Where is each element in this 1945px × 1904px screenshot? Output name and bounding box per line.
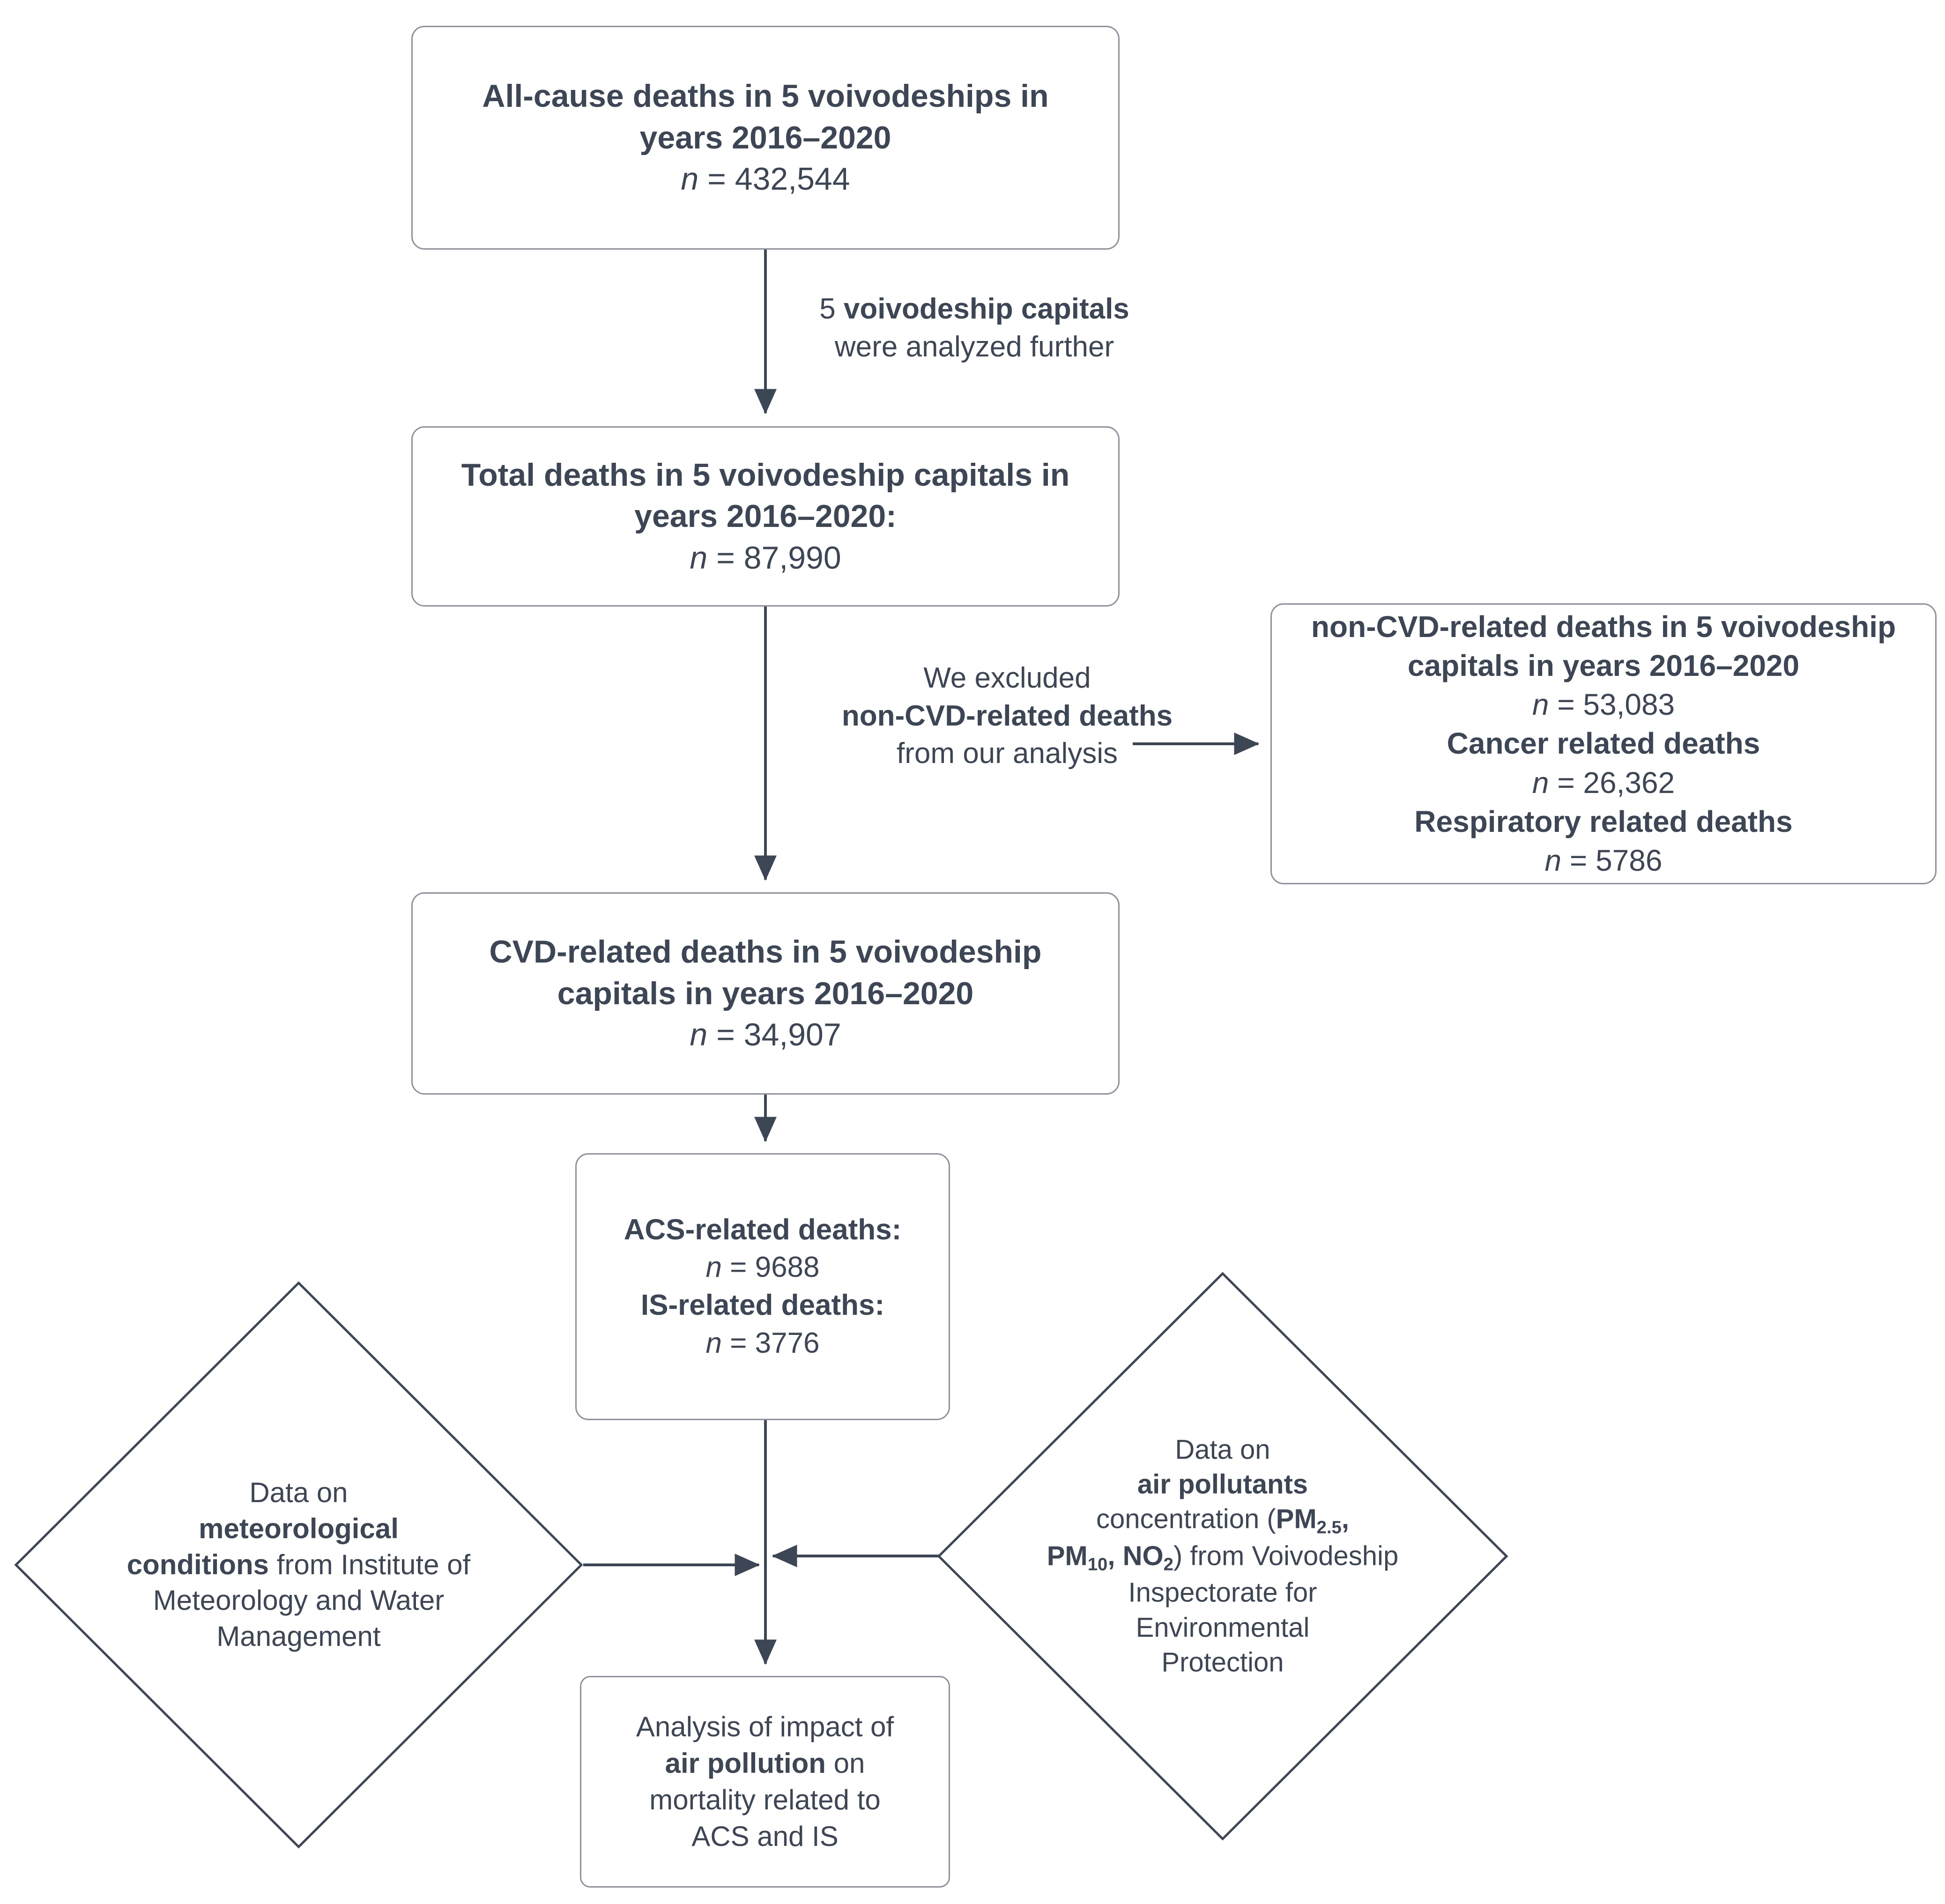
pollut-line-4-rest: ) from Voivodeship xyxy=(1173,1541,1399,1571)
pollut-line-5: Inspectorate for xyxy=(1128,1578,1317,1608)
cvd-line-1: CVD-related deaths in 5 voivodeship xyxy=(489,934,1042,970)
pollut-bold-1: air pollutants xyxy=(1137,1469,1308,1500)
edge-label-voivodeship-capitals: 5 voivodeship capitals were analyzed fur… xyxy=(764,290,1185,366)
pollut-line-7: Protection xyxy=(1161,1647,1284,1678)
is-n: n = 3776 xyxy=(577,1325,949,1363)
pollut-pm10-post: , xyxy=(1107,1541,1123,1571)
pollut-pm10: PM10, xyxy=(1047,1541,1123,1575)
excluded-line-3: from our analysis xyxy=(896,737,1118,770)
all-cause-n-symbol: n xyxy=(681,161,699,197)
all-cause-line-2: years 2016–2020 xyxy=(639,119,891,156)
capitals-line-1-bold: voivodeship capitals xyxy=(843,293,1129,325)
pollut-pm25-text: PM xyxy=(1276,1504,1317,1534)
pollut-pm25: PM2.5, xyxy=(1276,1504,1349,1538)
node-acs-is-related-deaths: ACS-related deaths: n = 9688 IS-related … xyxy=(575,1153,950,1420)
all-cause-line-1: All-cause deaths in 5 voivodeships in xyxy=(482,78,1049,114)
pollut-line-3-pre: concentration ( xyxy=(1096,1504,1276,1534)
meteo-bold-2: conditions xyxy=(126,1548,269,1580)
meteo-line-4: Meteorology and Water xyxy=(153,1585,445,1616)
cvd-n: n = 34,907 xyxy=(413,1014,1118,1055)
diamond-meteo-shape xyxy=(14,1281,583,1849)
pollut-line-4: PM10, NO2) from Voivodeship xyxy=(1005,1539,1440,1576)
noncvd-n1-symbol: n xyxy=(1532,688,1549,722)
edge-label-we-excluded: We excluded non-CVD-related deaths from … xyxy=(796,659,1218,773)
meteo-line-3-rest: from Institute of xyxy=(269,1548,471,1580)
node-non-cvd-related-deaths: non-CVD-related deaths in 5 voivodeship … xyxy=(1270,603,1937,884)
cvd-line-2: capitals in years 2016–2020 xyxy=(557,975,974,1011)
total-line-2: years 2016–2020: xyxy=(634,498,897,534)
noncvd-respiratory-label: Respiratory related deaths xyxy=(1414,804,1793,838)
noncvd-n-2: n = 26,362 xyxy=(1272,763,1935,802)
node-cvd-related-deaths: CVD-related deaths in 5 voivodeship capi… xyxy=(411,892,1120,1095)
noncvd-cancer-label: Cancer related deaths xyxy=(1447,726,1760,761)
pollut-no2-sub: 2 xyxy=(1163,1554,1173,1575)
diamond-pollutants-text: Data on air pollutants concentration (PM… xyxy=(1005,1432,1440,1680)
total-line-1: Total deaths in 5 voivodeship capitals i… xyxy=(461,457,1070,493)
noncvd-n3-symbol: n xyxy=(1544,843,1562,877)
excluded-line-2-bold: non-CVD-related deaths xyxy=(841,699,1173,732)
diamond-air-pollutants-data: Data on air pollutants concentration (PM… xyxy=(937,1272,1508,1841)
noncvd-n-1: n = 53,083 xyxy=(1272,685,1935,724)
pollut-no2: NO2 xyxy=(1122,1541,1173,1575)
acs-n-symbol: n xyxy=(705,1251,722,1284)
pollut-line-1: Data on xyxy=(1175,1434,1270,1465)
acs-n: n = 9688 xyxy=(577,1249,949,1287)
meteo-line-1: Data on xyxy=(249,1477,348,1509)
pollut-pm10-text: PM xyxy=(1047,1541,1088,1571)
all-cause-n: n = 432,544 xyxy=(413,158,1118,200)
noncvd-n1-value: = 53,083 xyxy=(1549,688,1675,722)
diamond-meteorological-data: Data on meteorological conditions from I… xyxy=(14,1281,583,1849)
analysis-line-3: mortality related to xyxy=(649,1784,881,1815)
noncvd-n-3: n = 5786 xyxy=(1272,841,1935,880)
meteo-line-3: conditions from Institute of xyxy=(105,1547,492,1583)
is-label: IS-related deaths: xyxy=(640,1289,885,1321)
pollut-line-6: Environmental xyxy=(1136,1612,1310,1643)
pollut-pm25-post: , xyxy=(1341,1504,1349,1534)
analysis-air-pollution-bold: air pollution xyxy=(665,1748,826,1779)
node-total-deaths-capitals: Total deaths in 5 voivodeship capitals i… xyxy=(411,426,1120,607)
total-n-symbol: n xyxy=(690,540,708,576)
analysis-line-4: ACS and IS xyxy=(691,1821,839,1852)
pollut-line-3: concentration (PM2.5, xyxy=(1005,1502,1440,1539)
is-n-symbol: n xyxy=(705,1326,722,1359)
noncvd-n2-value: = 26,362 xyxy=(1549,765,1675,800)
capitals-line-1: 5 voivodeship capitals xyxy=(764,290,1185,328)
diamond-pollutants-shape xyxy=(937,1272,1508,1841)
meteo-line-5: Management xyxy=(216,1621,381,1652)
analysis-line-2: air pollution on xyxy=(581,1745,949,1782)
all-cause-n-value: = 432,544 xyxy=(698,161,850,197)
noncvd-line-1: non-CVD-related deaths in 5 voivodeship xyxy=(1311,609,1896,644)
node-analysis-of-impact: Analysis of impact of air pollution on m… xyxy=(580,1676,950,1888)
node-all-cause-deaths: All-cause deaths in 5 voivodeships in ye… xyxy=(411,26,1120,250)
acs-label: ACS-related deaths: xyxy=(624,1213,902,1246)
capitals-line-1-pre: 5 xyxy=(819,293,844,325)
acs-n-value: = 9688 xyxy=(721,1251,820,1284)
total-n: n = 87,990 xyxy=(413,537,1118,578)
noncvd-line-2: capitals in years 2016–2020 xyxy=(1407,649,1800,683)
pollut-pm10-sub: 10 xyxy=(1087,1554,1108,1575)
excluded-line-1: We excluded xyxy=(923,662,1091,694)
total-n-value: = 87,990 xyxy=(707,540,841,576)
analysis-line-1: Analysis of impact of xyxy=(636,1711,894,1742)
cvd-n-symbol: n xyxy=(690,1017,708,1053)
capitals-line-2: were analyzed further xyxy=(834,330,1114,363)
pollut-pm25-sub: 2.5 xyxy=(1316,1517,1342,1538)
cvd-n-value: = 34,907 xyxy=(707,1017,841,1053)
diamond-meteo-text: Data on meteorological conditions from I… xyxy=(105,1475,492,1655)
noncvd-n3-value: = 5786 xyxy=(1561,843,1663,877)
meteo-bold-1: meteorological xyxy=(199,1512,399,1544)
analysis-line-2-rest: on xyxy=(825,1748,865,1779)
is-n-value: = 3776 xyxy=(721,1326,820,1359)
pollut-no2-text: NO xyxy=(1122,1541,1164,1571)
noncvd-n2-symbol: n xyxy=(1532,765,1549,800)
